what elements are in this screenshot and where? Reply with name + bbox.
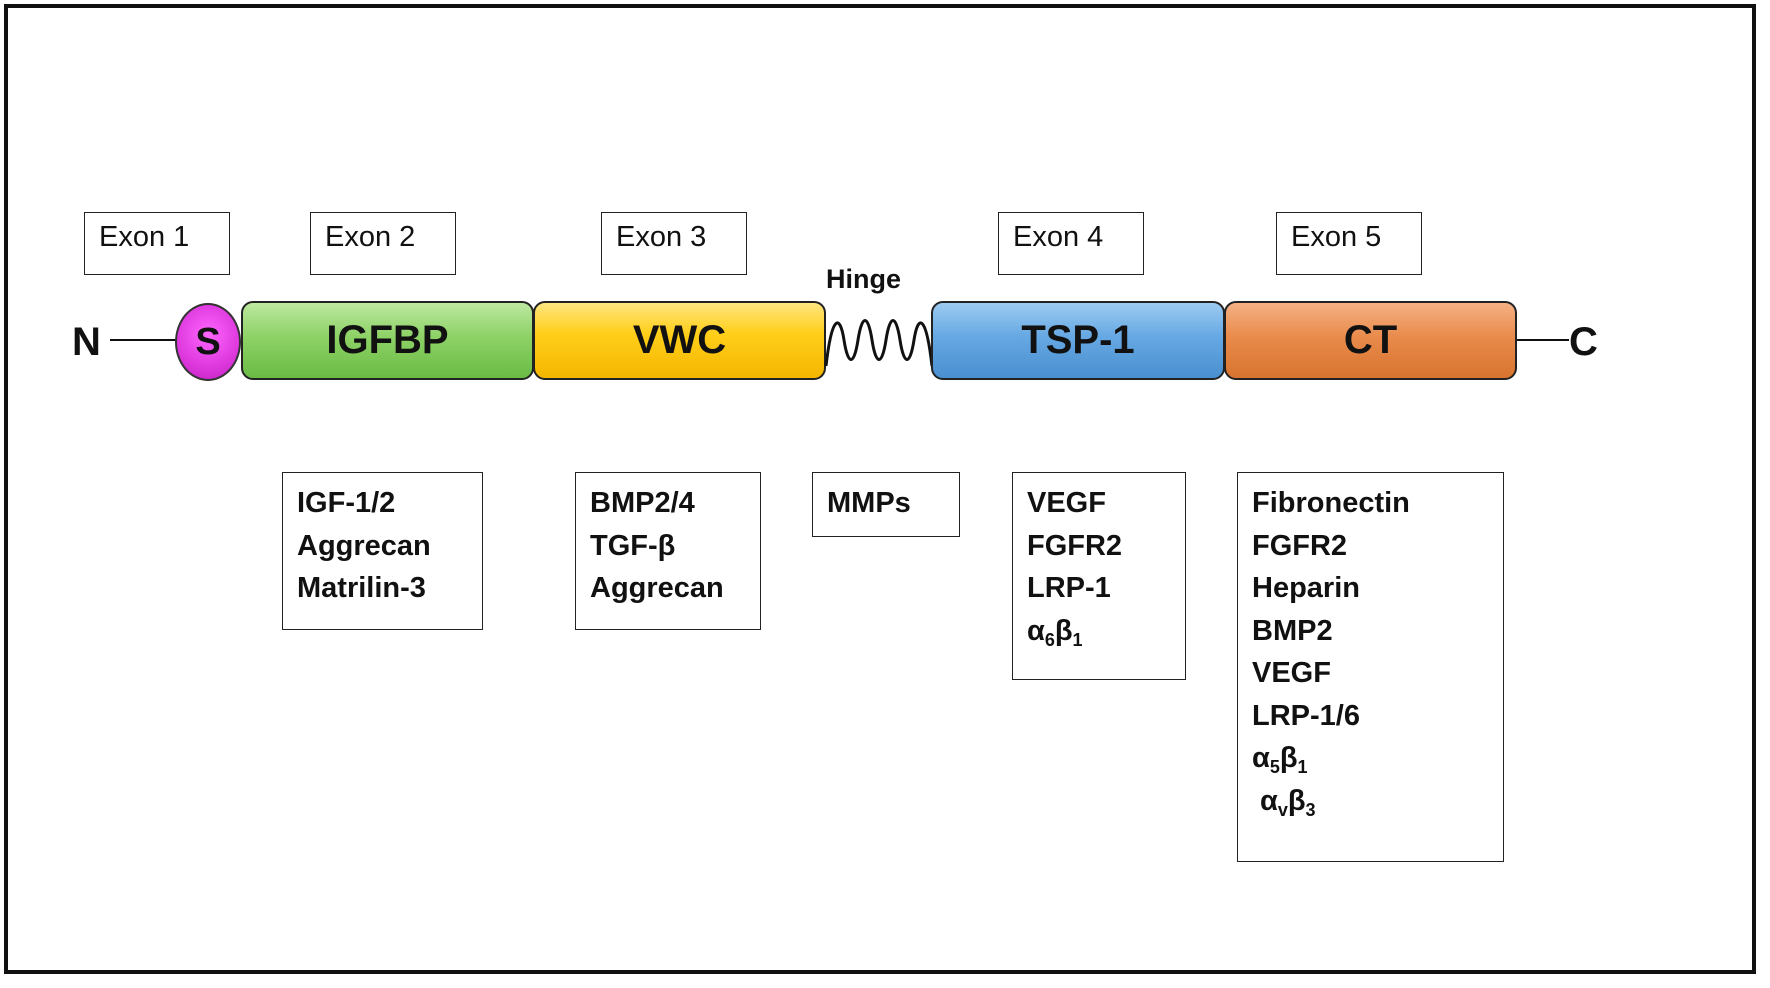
tsp1-domain: TSP-1 xyxy=(931,301,1225,380)
partner-item: FGFR2 xyxy=(1252,529,1348,562)
igfbp-domain-label: IGFBP xyxy=(326,318,449,362)
partner-item: VEGF xyxy=(1027,487,1106,519)
vwc-domain: VWC xyxy=(533,301,826,380)
ct-domain: CT xyxy=(1224,301,1517,380)
exon-2-label: Exon 2 xyxy=(310,212,456,275)
ct-partners-box: Fibronectin FGFR2 Heparin BMP2 VEGF LRP-… xyxy=(1237,472,1504,862)
exon-3-label: Exon 3 xyxy=(601,212,747,275)
partner-item: LRP-1/6 xyxy=(1252,699,1360,732)
ct-domain-label: CT xyxy=(1343,318,1398,362)
partner-item: FGFR2 xyxy=(1027,529,1123,562)
signal-peptide-label: S xyxy=(195,320,221,363)
partner-item: IGF-1/2 xyxy=(297,487,396,519)
partner-item-integrin: α6β1 xyxy=(1027,614,1083,650)
igfbp-domain: IGFBP xyxy=(241,301,534,380)
igfbp-partners-box: IGF-1/2 Aggrecan Matrilin-3 xyxy=(282,472,483,630)
hinge-coil xyxy=(824,319,934,367)
exon-1-label: Exon 1 xyxy=(84,212,230,275)
vwc-partners-box: BMP2/4 TGF-β Aggrecan xyxy=(575,472,761,630)
hinge-label: Hinge xyxy=(826,264,902,294)
partner-item-integrin: αvβ3 xyxy=(1260,784,1316,820)
partner-item-integrin: α5β1 xyxy=(1252,742,1308,777)
partner-item: TGF-β xyxy=(590,529,676,562)
exon-4-label: Exon 4 xyxy=(998,212,1144,275)
vwc-domain-label: VWC xyxy=(632,318,727,362)
partner-item: BMP2/4 xyxy=(590,487,695,519)
partner-item: Aggrecan xyxy=(297,529,431,562)
partner-item: Fibronectin xyxy=(1252,487,1410,519)
c-terminal-line xyxy=(1517,339,1569,341)
partner-item: LRP-1 xyxy=(1027,572,1111,604)
signal-peptide: S xyxy=(175,303,241,381)
partner-item: VEGF xyxy=(1252,657,1331,689)
partner-item: Heparin xyxy=(1252,572,1360,604)
n-terminal-line xyxy=(110,339,178,341)
n-terminus-label: N xyxy=(72,320,101,364)
partner-item: BMP2 xyxy=(1252,614,1333,647)
partner-item: Aggrecan xyxy=(590,572,724,604)
partner-item: MMPs xyxy=(827,487,911,519)
tsp1-partners-box: VEGF FGFR2 LRP-1 α6β1 xyxy=(1012,472,1186,680)
c-terminus-label: C xyxy=(1569,320,1598,364)
hinge-partners-box: MMPs xyxy=(812,472,960,537)
partner-item: Matrilin-3 xyxy=(297,572,426,604)
tsp1-domain-label: TSP-1 xyxy=(1021,318,1135,362)
exon-5-label: Exon 5 xyxy=(1276,212,1422,275)
figure-frame xyxy=(4,4,1756,974)
